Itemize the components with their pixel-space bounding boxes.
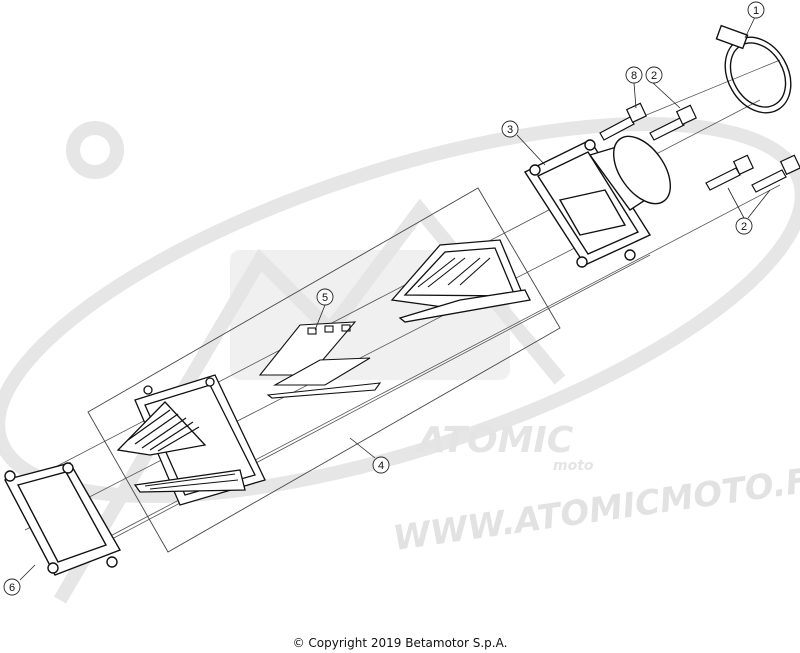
screw-8: [599, 102, 648, 141]
svg-text:3: 3: [507, 124, 513, 136]
svg-text:5: 5: [322, 292, 328, 304]
watermark-brand: ATOMIC: [415, 420, 574, 461]
screw-2-mid: [705, 154, 755, 191]
callout-1: 1: [747, 1, 765, 19]
svg-text:4: 4: [378, 460, 384, 472]
gasket: [3, 462, 122, 576]
svg-text:6: 6: [9, 582, 15, 594]
reed-block: [390, 239, 531, 323]
callout-8: 8: [625, 66, 643, 84]
reed-cage: [116, 374, 266, 506]
watermark-brand-sub: moto: [553, 458, 594, 474]
callout-2-top: 2: [645, 66, 663, 84]
hose-clamp: [715, 24, 792, 114]
screw-2-top: [649, 104, 698, 141]
copyright-notice: © Copyright 2019 Betamotor S.p.A.: [292, 636, 508, 650]
svg-text:1: 1: [753, 5, 759, 17]
screw-2-low: [751, 154, 800, 193]
callout-2-low: 2: [735, 217, 753, 235]
svg-text:2: 2: [651, 70, 657, 82]
svg-text:8: 8: [631, 70, 637, 82]
callout-5: 5: [316, 288, 334, 306]
callout-4: 4: [372, 456, 390, 474]
callout-6: 6: [3, 578, 21, 596]
watermark-website: WWW.ATOMICMOTO.F: [391, 461, 800, 559]
reed-valve-assembly-box: [87, 187, 561, 553]
intake-manifold: [523, 135, 671, 268]
callout-3: 3: [501, 120, 519, 138]
leader-lines: [19, 16, 771, 581]
reed-petals: [258, 321, 382, 399]
svg-text:2: 2: [741, 221, 747, 233]
